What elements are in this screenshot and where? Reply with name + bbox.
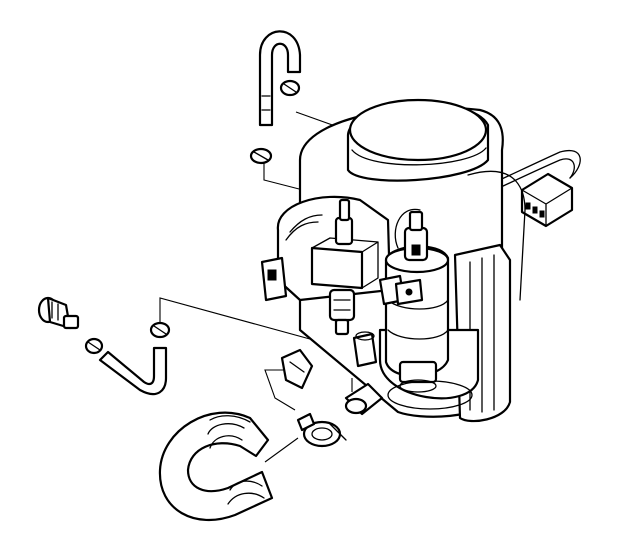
hose-clamp-icon-upper	[279, 79, 301, 97]
hose-clamp-icon-lower	[249, 147, 273, 165]
solenoid-valve-icon	[260, 195, 392, 336]
hose-clamp-icon-center	[280, 348, 314, 390]
hose-clamp-icon-large	[296, 412, 347, 448]
elbow-fitting-icon	[344, 382, 384, 416]
hose-icon-large	[158, 411, 274, 522]
hose-clamp-icon-mid	[149, 321, 171, 339]
hose-clamp-icon-left	[84, 337, 104, 355]
hose-icon-upper	[258, 30, 302, 127]
hose-icon-left	[98, 346, 168, 396]
wiring-connector-icon	[520, 172, 574, 228]
fitting-icon	[37, 296, 80, 330]
outlet-fitting-icon	[352, 331, 378, 368]
pump-cylinder-icon	[378, 208, 450, 393]
